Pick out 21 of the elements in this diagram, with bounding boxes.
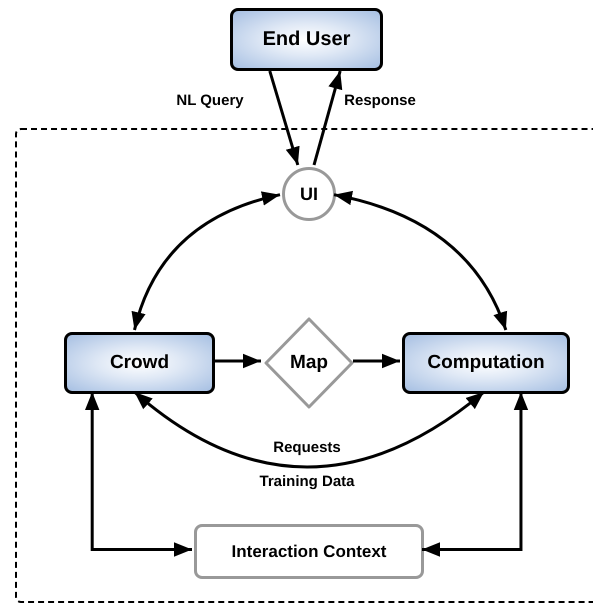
arrow [85,392,192,557]
process-box [230,8,383,71]
context-box [194,524,424,579]
arrow [213,354,261,368]
process-box [64,332,215,394]
node-label: Computation [427,351,545,375]
arrow [422,392,528,557]
node-label: Map [290,351,328,375]
decision-diamond [263,316,355,410]
arrow [312,70,342,166]
node-label: Interaction Context [232,540,386,562]
arrow [268,70,300,166]
dashed-boundary [15,128,593,603]
node-label: Crowd [110,351,170,375]
node-label: UI [300,182,318,206]
arrow [132,192,280,330]
node-label: End User [262,27,350,52]
arrow [353,354,400,368]
process-box [402,332,570,394]
arrow [134,390,485,468]
arrow [334,192,508,331]
